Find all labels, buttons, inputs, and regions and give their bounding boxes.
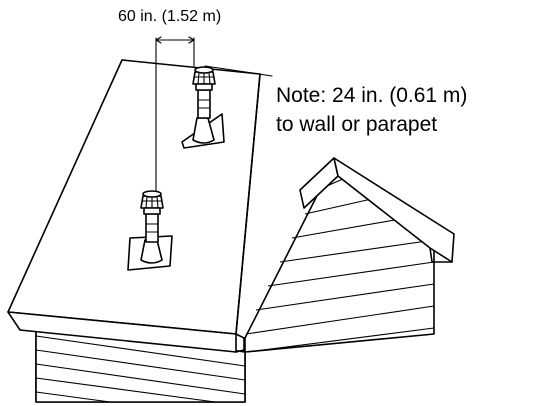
gable-wall [244, 169, 435, 353]
dimension-label: 60 in. (1.52 m) [118, 8, 222, 25]
gable-roof-trim [299, 157, 455, 263]
vent-terminal-lower-icon [127, 190, 173, 271]
note-line-1: Note: 24 in. (0.61 m) [276, 84, 468, 107]
dimension-markers [155, 36, 195, 199]
roof-plane [7, 59, 261, 353]
note-line-2: to wall or parapet [276, 113, 438, 136]
vent-terminal-upper-icon [181, 66, 225, 149]
parapet-line [204, 65, 273, 77]
house-side-wall [19, 317, 246, 403]
